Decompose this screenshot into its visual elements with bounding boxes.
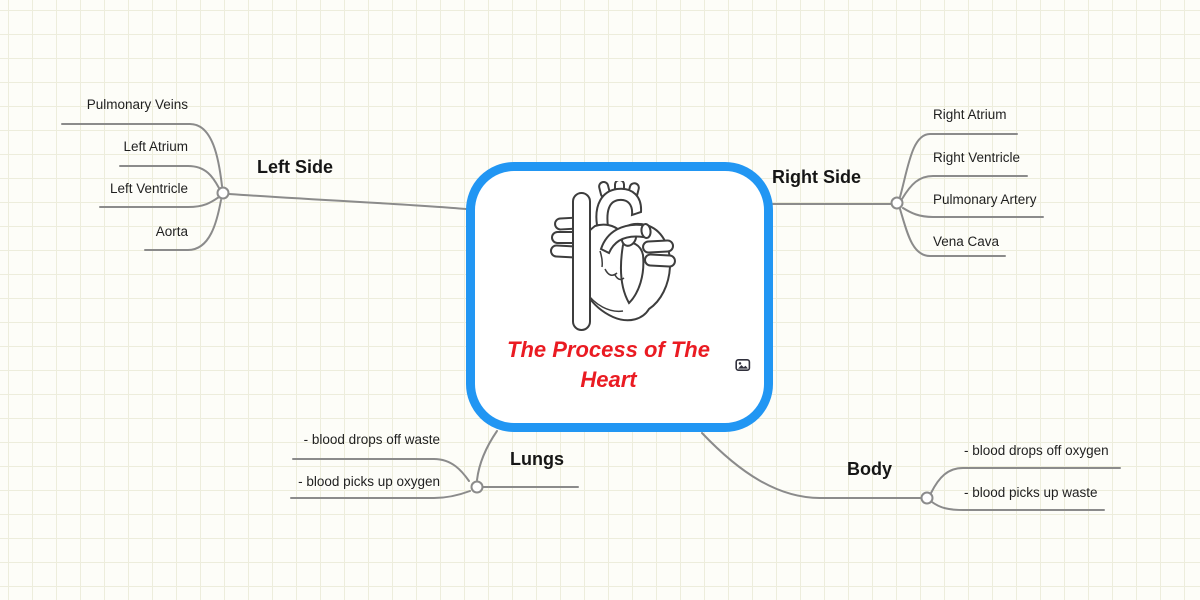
branch-line bbox=[931, 501, 1105, 511]
topic-body[interactable]: Body bbox=[847, 459, 892, 479]
vena-cava-tube bbox=[571, 192, 591, 331]
branch-line bbox=[899, 208, 1006, 257]
connector-left-side bbox=[61, 123, 467, 251]
subtopic-blood-picks-up-oxygen[interactable]: - blood picks up oxygen bbox=[298, 474, 440, 489]
subtopic-left-ventricle[interactable]: Left Ventricle bbox=[109, 181, 188, 196]
subtopic-blood-picks-up-waste[interactable]: - blood picks up waste bbox=[964, 485, 1098, 500]
branch-junction-dot[interactable] bbox=[470, 480, 484, 494]
pulmonary-artery bbox=[599, 223, 676, 268]
branch-junction-dot[interactable] bbox=[890, 196, 904, 210]
central-topic-title-row: The Process of The Heart bbox=[489, 335, 751, 395]
subtopic-blood-drops-off-oxygen[interactable]: - blood drops off oxygen bbox=[964, 443, 1109, 458]
branch-line bbox=[292, 458, 470, 482]
branch-line bbox=[119, 165, 220, 189]
branch-line bbox=[61, 123, 223, 187]
branch-line bbox=[899, 133, 1018, 198]
branch-line bbox=[144, 199, 222, 251]
branch-line bbox=[930, 467, 1121, 494]
subtopic-aorta[interactable]: Aorta bbox=[155, 224, 188, 239]
topic-left-side[interactable]: Left Side bbox=[257, 157, 334, 177]
branch-line bbox=[228, 193, 467, 210]
topic-right-side[interactable]: Right Side bbox=[772, 167, 861, 187]
branch-line bbox=[476, 430, 498, 481]
heart-anatomy-image bbox=[549, 181, 676, 331]
connector-right-side bbox=[772, 133, 1044, 257]
aortic-arch bbox=[594, 181, 642, 229]
topic-lungs[interactable]: Lungs bbox=[510, 449, 564, 469]
branch-line bbox=[701, 432, 922, 499]
subtopic-right-ventricle[interactable]: Right Ventricle bbox=[933, 150, 1021, 165]
subtopic-blood-drops-off-waste[interactable]: - blood drops off waste bbox=[303, 432, 440, 447]
branch-line bbox=[901, 175, 1028, 200]
branch-junction-dot[interactable] bbox=[216, 186, 230, 200]
subtopic-pulmonary-veins[interactable]: Pulmonary Veins bbox=[86, 97, 188, 112]
subtopic-right-atrium[interactable]: Right Atrium bbox=[933, 107, 1007, 122]
subtopic-vena-cava[interactable]: Vena Cava bbox=[933, 234, 1000, 249]
branch-line bbox=[290, 490, 471, 499]
central-topic-title: The Process of The Heart bbox=[507, 337, 710, 392]
subtopic-left-atrium[interactable]: Left Atrium bbox=[123, 139, 188, 154]
central-topic-node[interactable]: The Process of The Heart bbox=[466, 162, 773, 432]
image-icon[interactable] bbox=[734, 357, 751, 373]
branch-line bbox=[902, 207, 1044, 218]
connector-body bbox=[701, 432, 1121, 511]
branch-junction-dot[interactable] bbox=[920, 491, 934, 505]
connector-lungs bbox=[290, 430, 579, 499]
subtopic-pulmonary-artery[interactable]: Pulmonary Artery bbox=[933, 192, 1037, 207]
branch-line bbox=[99, 196, 220, 208]
